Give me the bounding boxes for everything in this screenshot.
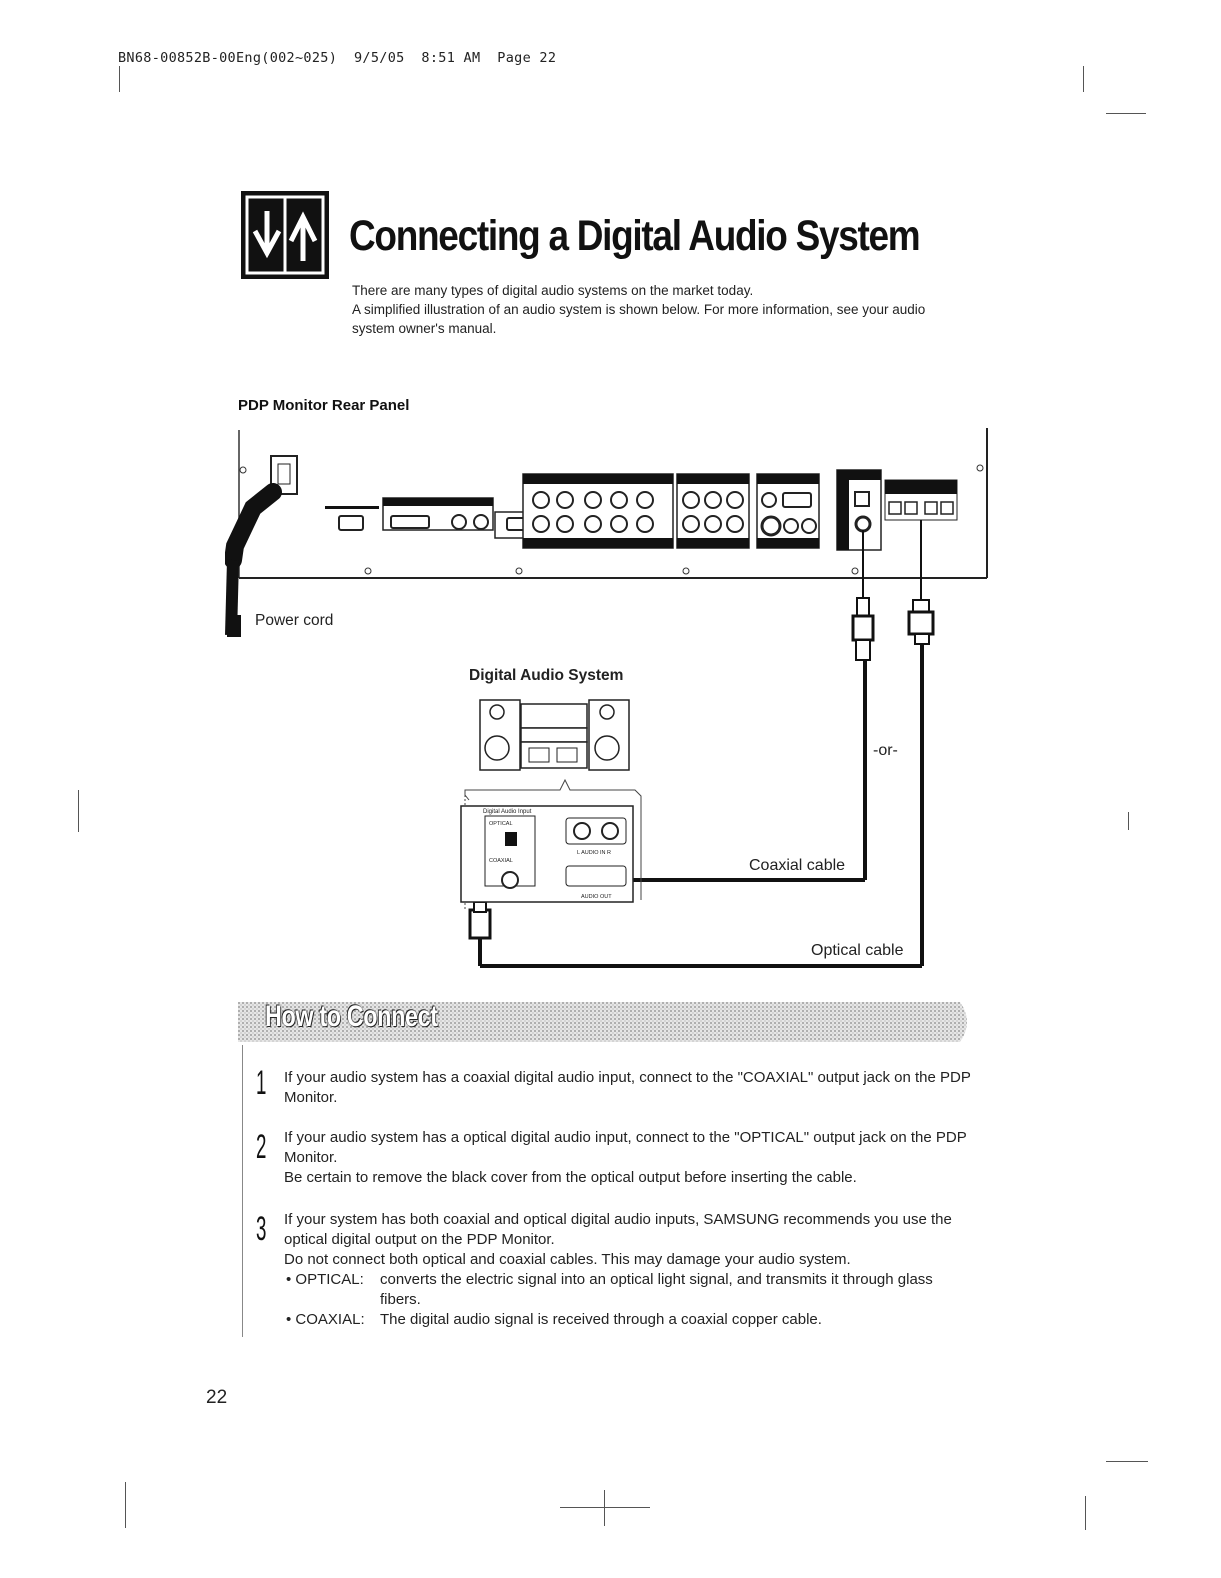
optical-port-label: OPTICAL [489,821,513,827]
rear-panel-label: PDP Monitor Rear Panel [238,397,410,414]
page-number: 22 [206,1387,228,1408]
audio-system-label: Digital Audio System [469,667,623,684]
header-time: 8:51 AM [421,50,481,66]
connection-icon [241,191,329,279]
intro-line: There are many types of digital audio sy… [352,283,754,298]
step-text: If your audio system has a optical digit… [284,1128,974,1188]
crop-mark [1106,113,1146,114]
bullet-text: converts the electric signal into an opt… [380,1271,933,1308]
header-page: Page 22 [497,50,557,66]
page-title: Connecting a Digital Audio System [349,212,921,260]
power-cord [225,483,282,637]
crop-mark [560,1507,650,1508]
stereo-system-icon [479,699,630,771]
step-line: Do not connect both optical and coaxial … [284,1251,851,1268]
digital-audio-input-label: Digital Audio Input [483,809,532,815]
crop-mark [78,790,79,832]
intro-line: A simplified illustration of an audio sy… [352,302,926,336]
bullet-text: The digital audio signal is received thr… [380,1311,822,1328]
step-line: If your audio system has a coaxial digit… [284,1069,971,1106]
bullet-item: • OPTICAL: converts the electric signal i… [284,1270,974,1310]
crop-mark [1106,1461,1148,1462]
bullet-key: • COAXIAL: [286,1311,365,1328]
how-to-connect-banner [238,1002,967,1042]
or-label: -or- [873,742,898,759]
step-line: Be certain to remove the black cover fro… [284,1169,857,1186]
crop-mark [604,1490,605,1526]
step-number: 3 [256,1210,267,1248]
power-cord-label: Power cord [255,612,333,629]
header-date: 9/5/05 [353,50,405,66]
step-line: If your audio system has a optical digit… [284,1129,967,1166]
crop-mark [1083,66,1084,92]
how-to-connect-heading: How to Connect [265,1000,438,1033]
optical-cable [468,520,935,968]
header-slug: BN68-00852B-00Eng(002~025) [118,50,338,66]
bullet-key: • OPTICAL: [286,1271,364,1288]
steps-rule [242,1045,243,1337]
coaxial-port-label: COAXIAL [489,858,513,864]
step-line: If your system has both coaxial and opti… [284,1211,952,1248]
rear-panel-connectors [325,469,958,551]
bullet-item: • COAXIAL: The digital audio signal is re… [284,1310,974,1330]
crop-mark [119,66,120,92]
step-number: 1 [256,1064,267,1102]
crop-mark [125,1482,126,1528]
audio-in-label: L AUDIO IN R [577,850,611,856]
audio-out-label: AUDIO OUT [581,894,612,900]
intro-text: There are many types of digital audio sy… [352,281,962,338]
print-header: BN68-00852B-00Eng(002~025) 9/5/05 8:51 A… [118,50,556,66]
step-text: If your audio system has a coaxial digit… [284,1068,974,1108]
step-number: 2 [256,1128,267,1166]
connection-diagram: Power cord [225,428,988,968]
coaxial-cable-label: Coaxial cable [749,857,845,874]
crop-mark [1085,1496,1086,1530]
step-text: If your system has both coaxial and opti… [284,1210,974,1330]
crop-mark [1128,812,1129,830]
optical-cable-label: Optical cable [811,942,904,959]
audio-system-rear-panel [460,778,642,910]
